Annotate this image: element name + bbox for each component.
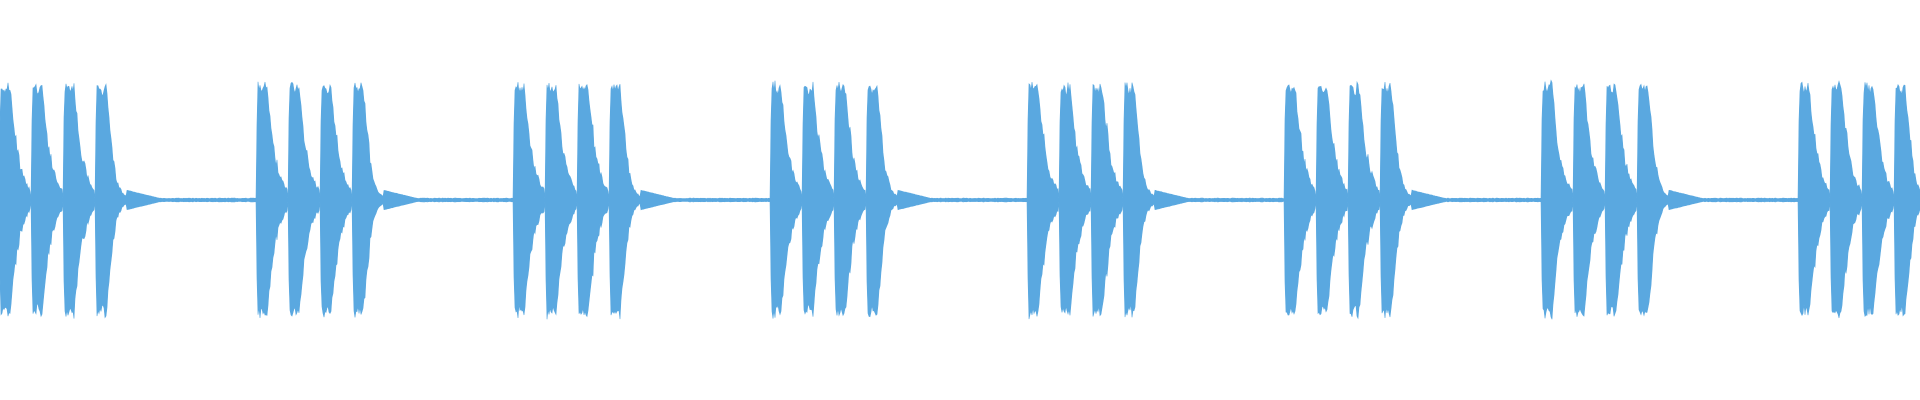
waveform-group bbox=[0, 79, 1920, 320]
waveform-shape bbox=[0, 79, 1920, 320]
